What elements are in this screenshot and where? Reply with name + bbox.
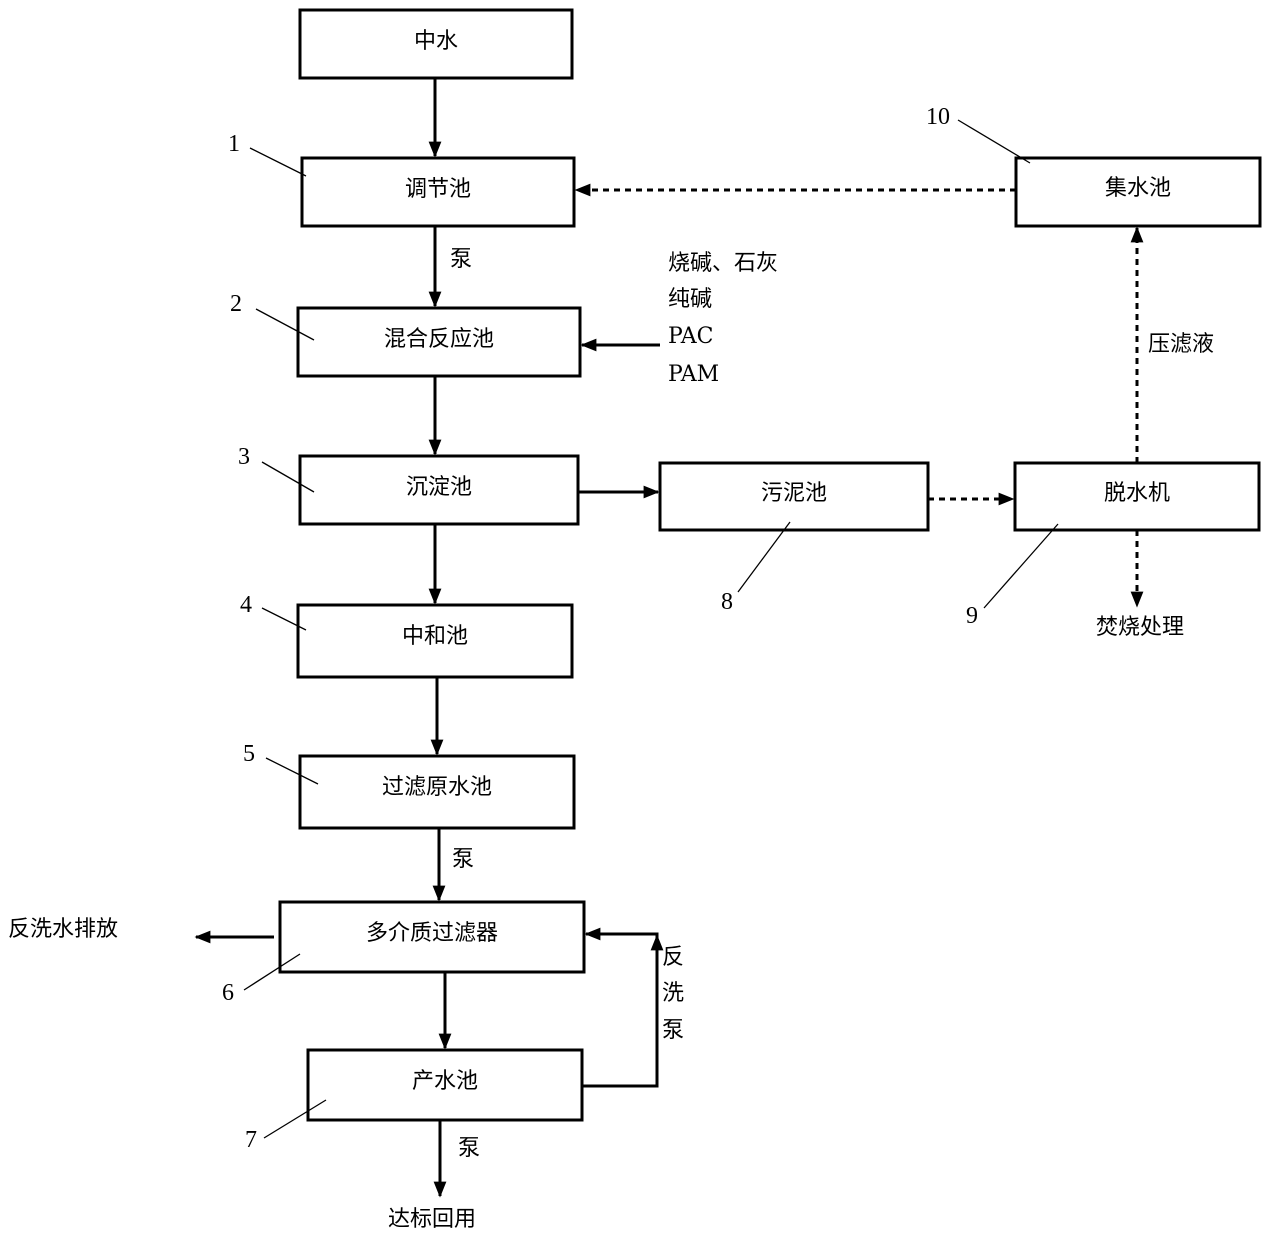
reuse-label: 达标回用 xyxy=(388,1207,476,1232)
callout-number-3: 3 xyxy=(238,444,250,470)
pump-label-3: 泵 xyxy=(458,1136,480,1161)
box-mixing-reaction-tank-label: 混合反应池 xyxy=(384,327,494,352)
leader-line-10 xyxy=(957,119,1031,164)
box-sludge-tank-label: 污泥池 xyxy=(761,481,827,506)
leader-line-3 xyxy=(261,461,315,493)
box-filter-raw-water-tank: 过滤原水池 xyxy=(298,754,576,830)
chemical-label-2: 纯碱 xyxy=(668,287,712,312)
box-dewatering-machine-label: 脱水机 xyxy=(1104,481,1170,506)
box-water-collection-tank-label: 集水池 xyxy=(1105,176,1171,201)
box-reclaimed-water: 中水 xyxy=(298,8,574,80)
callout-number-9: 9 xyxy=(966,603,978,629)
chemical-label-3: PAC xyxy=(668,324,714,349)
backwash-pump-label-1: 反 xyxy=(662,945,684,970)
pump-label-2: 泵 xyxy=(452,847,474,872)
box-water-collection-tank: 集水池 xyxy=(1014,156,1262,228)
leader-line-5 xyxy=(265,757,319,785)
callout-number-2: 2 xyxy=(230,291,242,317)
arrow-backwash-loop xyxy=(582,927,659,1088)
box-sludge-tank: 污泥池 xyxy=(658,461,930,532)
box-multimedia-filter-label: 多介质过滤器 xyxy=(366,921,498,946)
backwash-pump-label-3: 泵 xyxy=(662,1018,684,1043)
box-reclaimed-water-label: 中水 xyxy=(414,29,458,54)
box-neutralization-tank-label: 中和池 xyxy=(402,624,468,649)
callout-number-6: 6 xyxy=(222,980,234,1006)
chemical-label-4: PAM xyxy=(668,362,719,387)
leader-line-1 xyxy=(249,147,307,177)
backwash-discharge-label: 反洗水排放 xyxy=(8,917,118,942)
box-product-water-tank-label: 产水池 xyxy=(412,1069,478,1094)
box-product-water-tank: 产水池 xyxy=(306,1048,584,1122)
box-sedimentation-tank: 沉淀池 xyxy=(298,454,580,526)
box-dewatering-machine: 脱水机 xyxy=(1013,461,1261,532)
pump-label-1: 泵 xyxy=(450,247,472,272)
callout-number-10: 10 xyxy=(926,104,950,130)
chemical-label-1: 烧碱、石灰 xyxy=(668,251,778,276)
backwash-pump-label-2: 洗 xyxy=(662,981,684,1006)
callout-number-5: 5 xyxy=(243,741,255,767)
box-equalization-tank: 调节池 xyxy=(300,156,576,228)
box-equalization-tank-label: 调节池 xyxy=(405,177,471,202)
leader-line-2 xyxy=(255,308,315,341)
box-neutralization-tank: 中和池 xyxy=(296,603,574,679)
callout-number-4: 4 xyxy=(240,592,252,618)
leader-line-9 xyxy=(983,523,1059,609)
box-multimedia-filter: 多介质过滤器 xyxy=(278,900,586,974)
leader-line-4 xyxy=(261,607,307,631)
callout-number-7: 7 xyxy=(245,1127,257,1153)
filtrate-label: 压滤液 xyxy=(1148,332,1214,357)
box-mixing-reaction-tank: 混合反应池 xyxy=(296,306,582,378)
box-sedimentation-tank-label: 沉淀池 xyxy=(406,475,472,500)
callout-number-1: 1 xyxy=(228,131,240,157)
box-filter-raw-water-tank-label: 过滤原水池 xyxy=(382,775,492,800)
leader-line-8 xyxy=(737,521,791,593)
callout-number-8: 8 xyxy=(721,589,733,615)
incineration-label: 焚烧处理 xyxy=(1096,615,1184,640)
leader-line-7 xyxy=(263,1099,327,1139)
leader-line-6 xyxy=(243,953,301,991)
